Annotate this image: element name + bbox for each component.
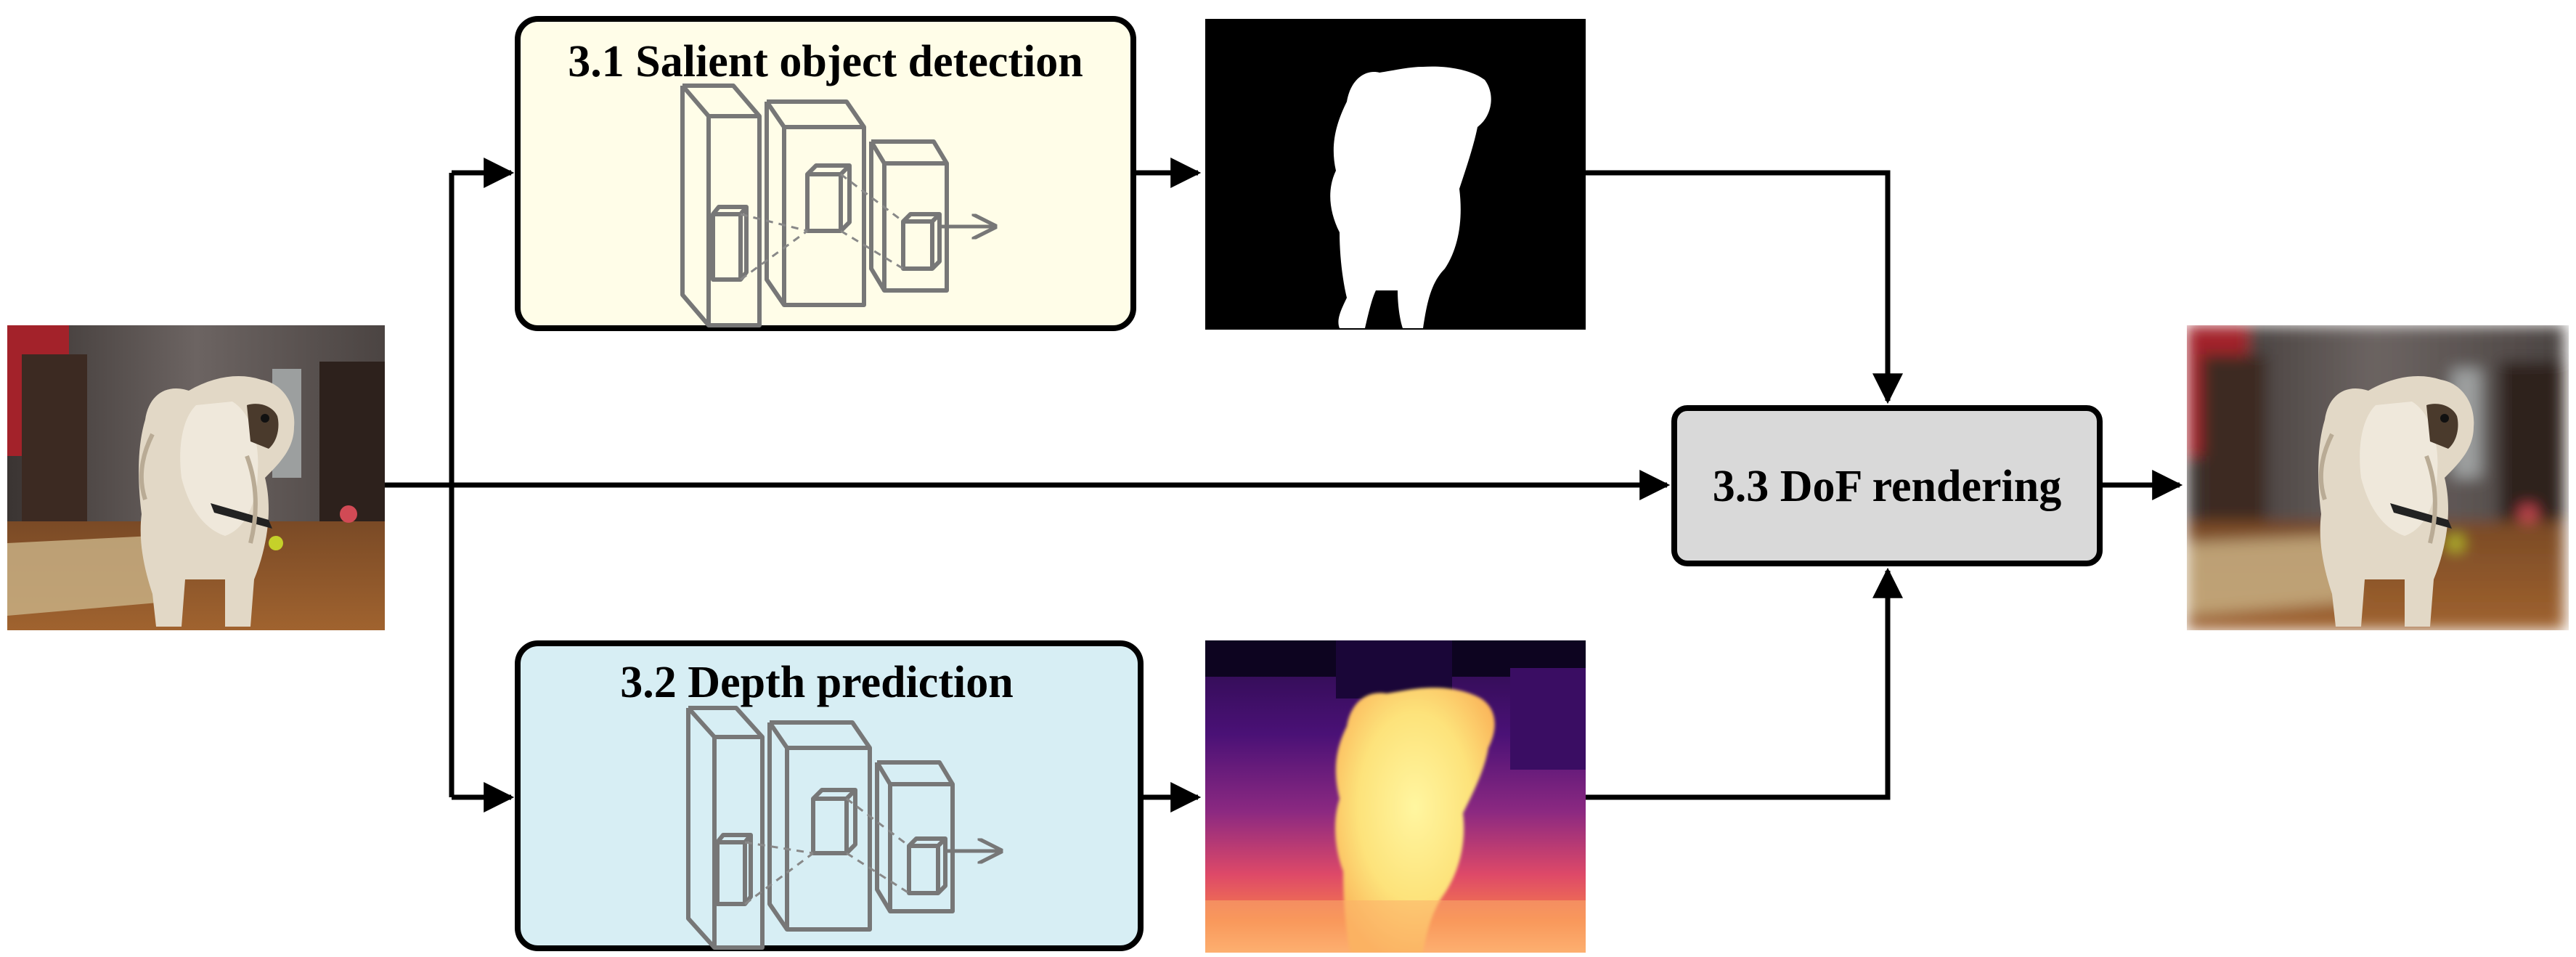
- salient-detection-module: 3.1 Salient object detection: [515, 16, 1136, 331]
- depth-map-image: [1205, 640, 1586, 953]
- depth-module-title: 3.2 Depth prediction: [620, 658, 1013, 707]
- dof-rendering-module: 3.3 DoF rendering: [1671, 405, 2103, 566]
- input-image: [7, 325, 385, 630]
- cnn-dashed-links: [744, 797, 910, 905]
- saliency-map-image: [1205, 19, 1586, 330]
- arrow-saliency-to-dof: [1586, 170, 1903, 404]
- depth-prediction-module: 3.2 Depth prediction: [515, 640, 1144, 951]
- arrow-depthmap-to-dof: [1586, 567, 1903, 800]
- cnn-dashed-links: [740, 173, 904, 281]
- dof-module-title: 3.3 DoF rendering: [1713, 462, 2061, 511]
- salient-module-title: 3.1 Salient object detection: [568, 37, 1083, 86]
- flow-arrows: [385, 158, 2183, 813]
- output-image: [2187, 325, 2564, 630]
